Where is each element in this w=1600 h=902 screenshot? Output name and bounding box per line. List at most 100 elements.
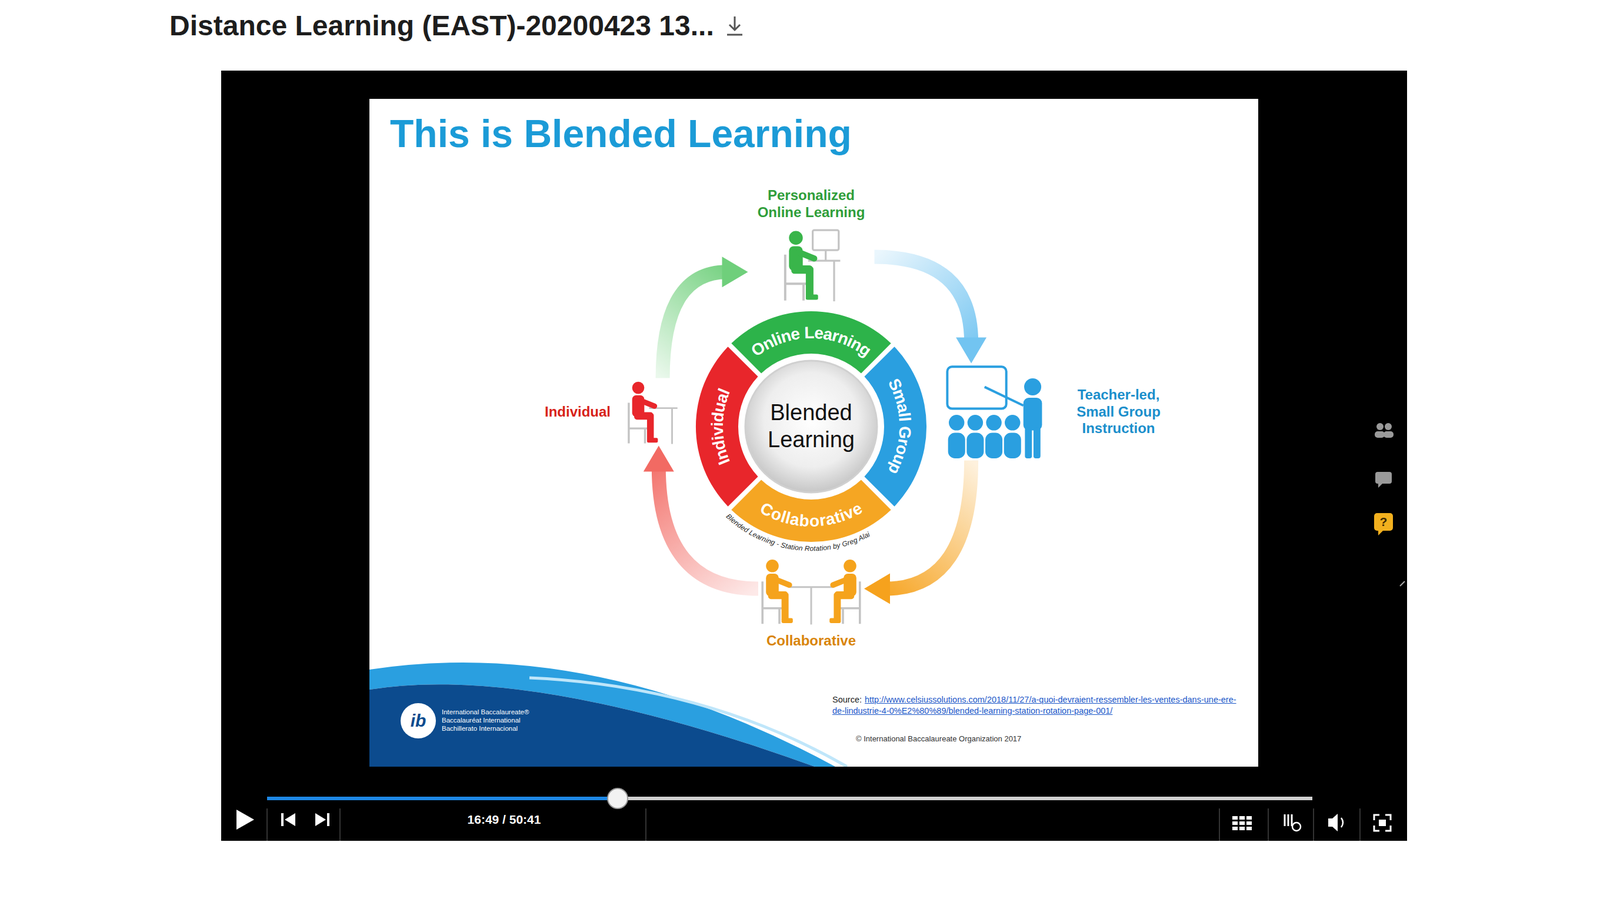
question-icon [1374,512,1393,531]
person-head [632,381,645,394]
person-foot [647,437,658,443]
station: Teacher-led, Small Group Instruction [944,363,1170,461]
classroom-icon [944,363,1053,461]
page-title: Distance Learning (EAST)-20200423 13... [169,8,715,44]
people-icon-body [1374,431,1385,438]
speed-icon-clock [1292,822,1301,831]
person-foot [805,294,819,300]
control-separator [1312,808,1315,841]
person-shin [833,592,841,621]
desk-leg [832,260,835,302]
progress-played [267,796,618,800]
timecode: 16:49 / 50:41 [439,810,569,829]
copyright: © International Baccalaureate Organizati… [855,734,1022,743]
person-arm [832,579,848,586]
student-body [985,432,1003,459]
download-icon [724,14,745,38]
ib-logo-mark: ib [400,702,436,739]
person-at-desk-icon [624,378,679,446]
next-bar [327,812,330,826]
ib-logo-line: International Baccalaureate® [441,707,529,716]
ring-label: Collaborative [757,498,866,530]
source-label: Source: [832,694,862,705]
people-icon-head [1376,422,1384,430]
swoosh-dark [369,684,815,767]
control-separator [1359,808,1361,841]
side-panel-icons [1374,422,1405,586]
station-label: Collaborative [766,632,856,650]
person-foot [829,618,841,623]
station-label: Individual [544,403,611,421]
teacher-leg [1024,427,1032,459]
resize-handle [1400,581,1405,586]
volume-icon [1328,813,1338,832]
question-icon-tail [1378,530,1384,536]
ring-segment-fill [864,346,927,506]
person-head [843,559,857,573]
ring-label: Online Learning [747,323,875,360]
ring-segment: Small Group [861,343,928,510]
chat-icon-tail [1378,482,1383,488]
pair-at-table-icon [758,555,865,627]
station-label: Personalized Online Learning [748,187,875,222]
person-arm [798,251,815,258]
person-shin [805,266,814,298]
grid-icon-cell [1246,826,1252,830]
prev-triangle [284,812,296,826]
source-block: Source:http://www.celsiussolutions.com/2… [832,694,1245,717]
grid-icon-cell [1232,815,1238,820]
student-body [966,432,984,459]
monitor [812,230,839,250]
ring-label: Small Group [884,375,915,478]
arrow-shaft [874,257,972,343]
person-shin [647,412,655,440]
grid-icon-cell [1232,821,1238,825]
progress-knob [607,788,628,809]
credit-arc: Blended Learning - Station Rotation by G… [658,479,965,568]
station: Personalized Online Learning [748,187,875,304]
speed-icon-bar [1284,814,1286,826]
cycle-arrow [874,257,988,364]
arrow-head [722,256,749,288]
hub-circle: Blended Learning [742,358,880,495]
grid-icon-cell [1239,815,1245,820]
prev-bar [281,812,284,826]
player-controls [236,788,1391,841]
arrow-head [864,573,890,605]
teacher-leg [1033,427,1041,459]
student-head [948,414,965,430]
pointer [984,386,1024,406]
person-head [788,230,803,245]
grid-icon-cell [1246,815,1252,820]
teacher-head [1024,378,1042,396]
play-button [236,809,255,830]
next-triangle [315,812,326,826]
swoosh-line [529,677,848,767]
student-body [948,432,966,459]
station-label: Teacher-led, Small Group Instruction [1067,386,1170,438]
ib-logo-line: Bachillerato Internacional [441,724,529,733]
speed-icon-bar [1287,814,1290,826]
teacher-body [1023,397,1043,430]
student-head [985,414,1002,430]
student-body [1004,432,1022,459]
hub-label: Blended Learning [755,399,868,453]
credit-text: Blended Learning - Station Rotation by G… [724,511,872,553]
person-foot [781,618,793,623]
progress-track [267,796,1313,800]
person-right [829,559,860,624]
ib-logo-text: International Baccalaureate®Baccalauréat… [441,707,529,733]
control-separator [645,808,647,841]
person-arm [775,579,790,586]
volume-wave [1341,817,1343,828]
grid-icon-cell [1239,826,1245,830]
grid-icon-cell [1239,821,1245,825]
monitor-stand [824,250,827,261]
desk-leg [671,407,673,444]
fullscreen-inner [1378,819,1386,826]
ring-segment-shape: Small Group [861,343,928,510]
person-arm [641,400,655,406]
whiteboard [947,366,1006,409]
source-url: http://www.celsiussolutions.com/2018/11/… [832,694,1237,716]
grid-icon-cell [1246,821,1252,825]
